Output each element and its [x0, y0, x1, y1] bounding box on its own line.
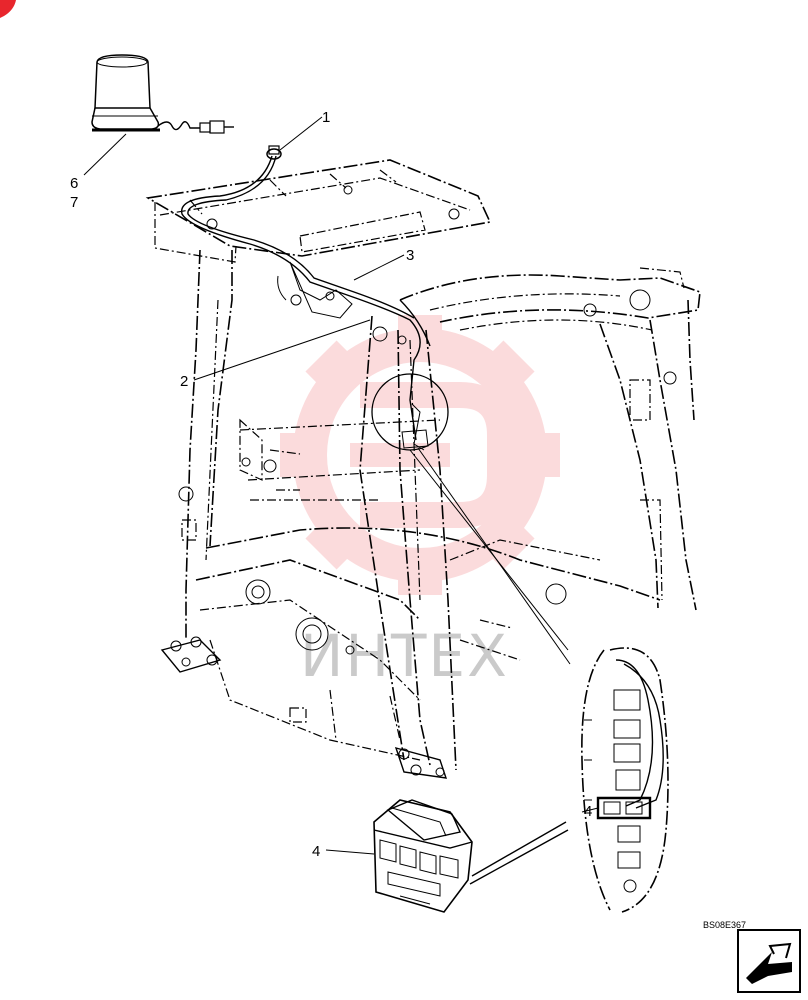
watermark-text: ИНТЕХ	[300, 622, 509, 690]
beacon-lamp	[91, 54, 234, 134]
callout-2: 2	[180, 373, 188, 390]
rocker-switch	[373, 799, 569, 913]
callout-4-switch: 4	[312, 843, 320, 860]
detail-switch-panel	[581, 647, 669, 913]
wiring-harness	[181, 155, 431, 451]
rops-frame	[145, 159, 701, 779]
callout-3: 3	[406, 247, 414, 264]
drawing-code: BS08E367	[703, 920, 746, 930]
mount-bolts-left	[160, 636, 222, 673]
watermark-gear	[280, 315, 560, 595]
mount-bolts-right	[394, 746, 448, 779]
callout-6: 6	[70, 175, 78, 192]
corner-badge-icon	[0, 0, 16, 18]
callout-7: 7	[70, 194, 78, 211]
direction-arrow-icon[interactable]	[737, 929, 801, 993]
connector-grommet	[266, 145, 282, 160]
callout-4-detail: 4	[584, 803, 592, 820]
callout-1: 1	[322, 109, 330, 126]
